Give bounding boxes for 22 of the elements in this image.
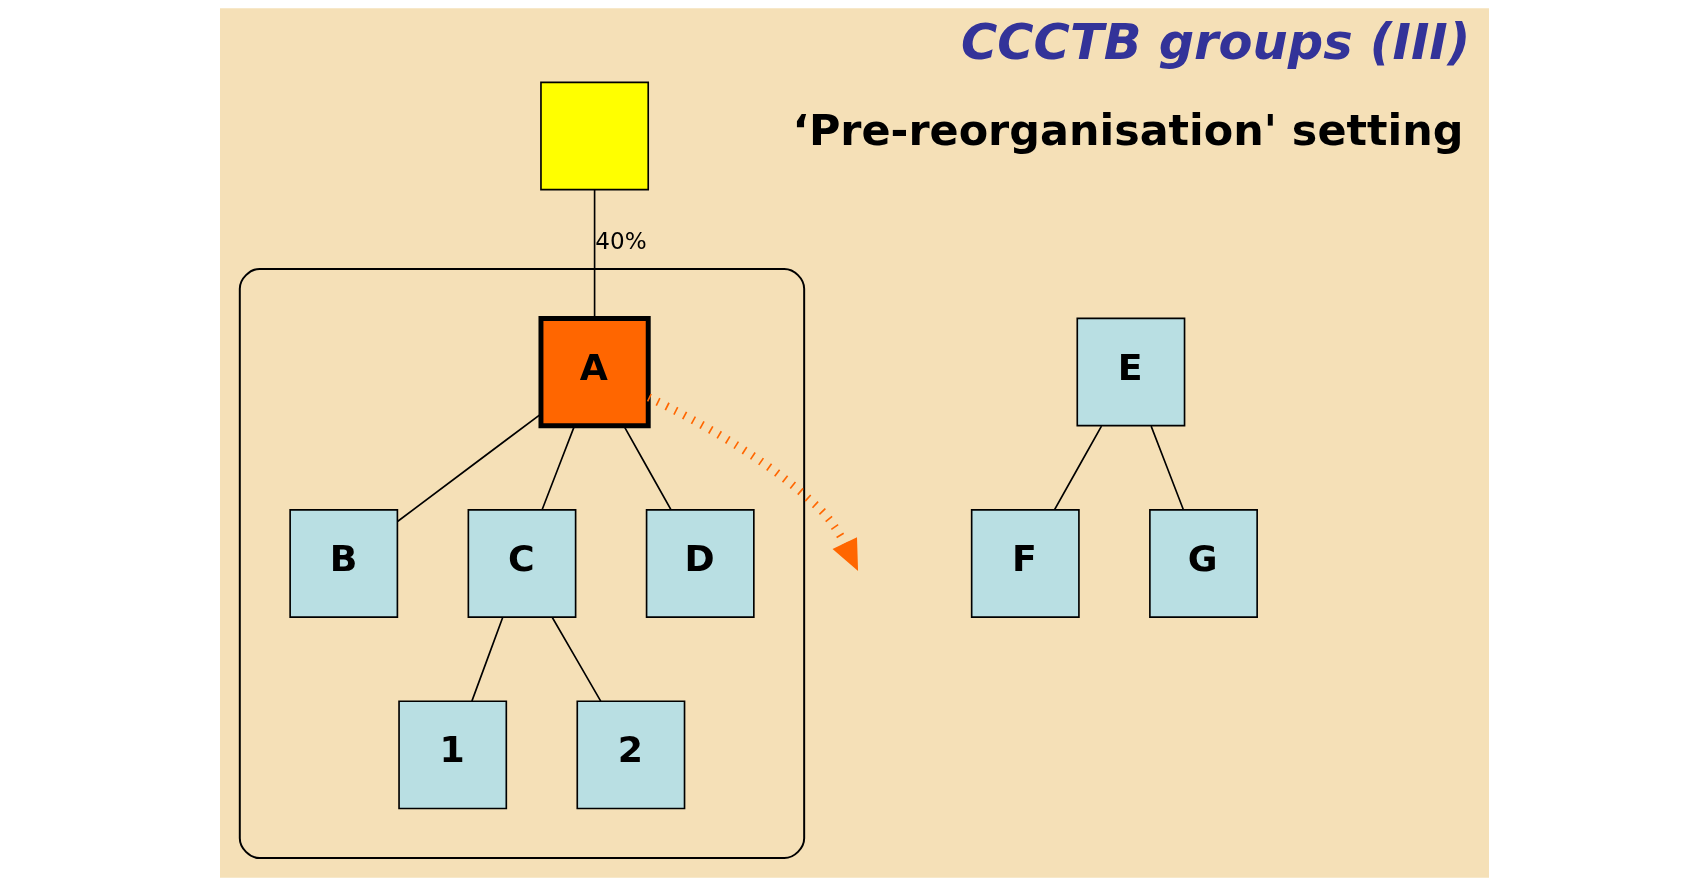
diagram-title: CCCTB groups (III) bbox=[960, 13, 1470, 72]
connector bbox=[540, 425, 575, 511]
node-box: A bbox=[538, 315, 651, 429]
connector bbox=[551, 616, 602, 702]
connector bbox=[622, 425, 672, 511]
connector bbox=[396, 413, 542, 523]
connector bbox=[470, 616, 503, 702]
node-box: 2 bbox=[575, 700, 685, 810]
node-box: G bbox=[1148, 509, 1258, 618]
connector bbox=[1149, 425, 1184, 511]
arrow bbox=[646, 393, 858, 571]
node-box bbox=[539, 81, 649, 191]
label: ‘Pre-reorganisation' setting bbox=[792, 104, 1463, 155]
node-box: C bbox=[467, 509, 576, 618]
node-box: D bbox=[645, 509, 755, 618]
connector bbox=[1053, 425, 1102, 511]
node-box: F bbox=[970, 509, 1080, 618]
node-box: E bbox=[1075, 317, 1185, 427]
edge-label: 40% bbox=[594, 228, 647, 255]
node-box: 1 bbox=[397, 700, 507, 810]
cluster bbox=[238, 267, 805, 859]
node-box: B bbox=[288, 509, 398, 618]
